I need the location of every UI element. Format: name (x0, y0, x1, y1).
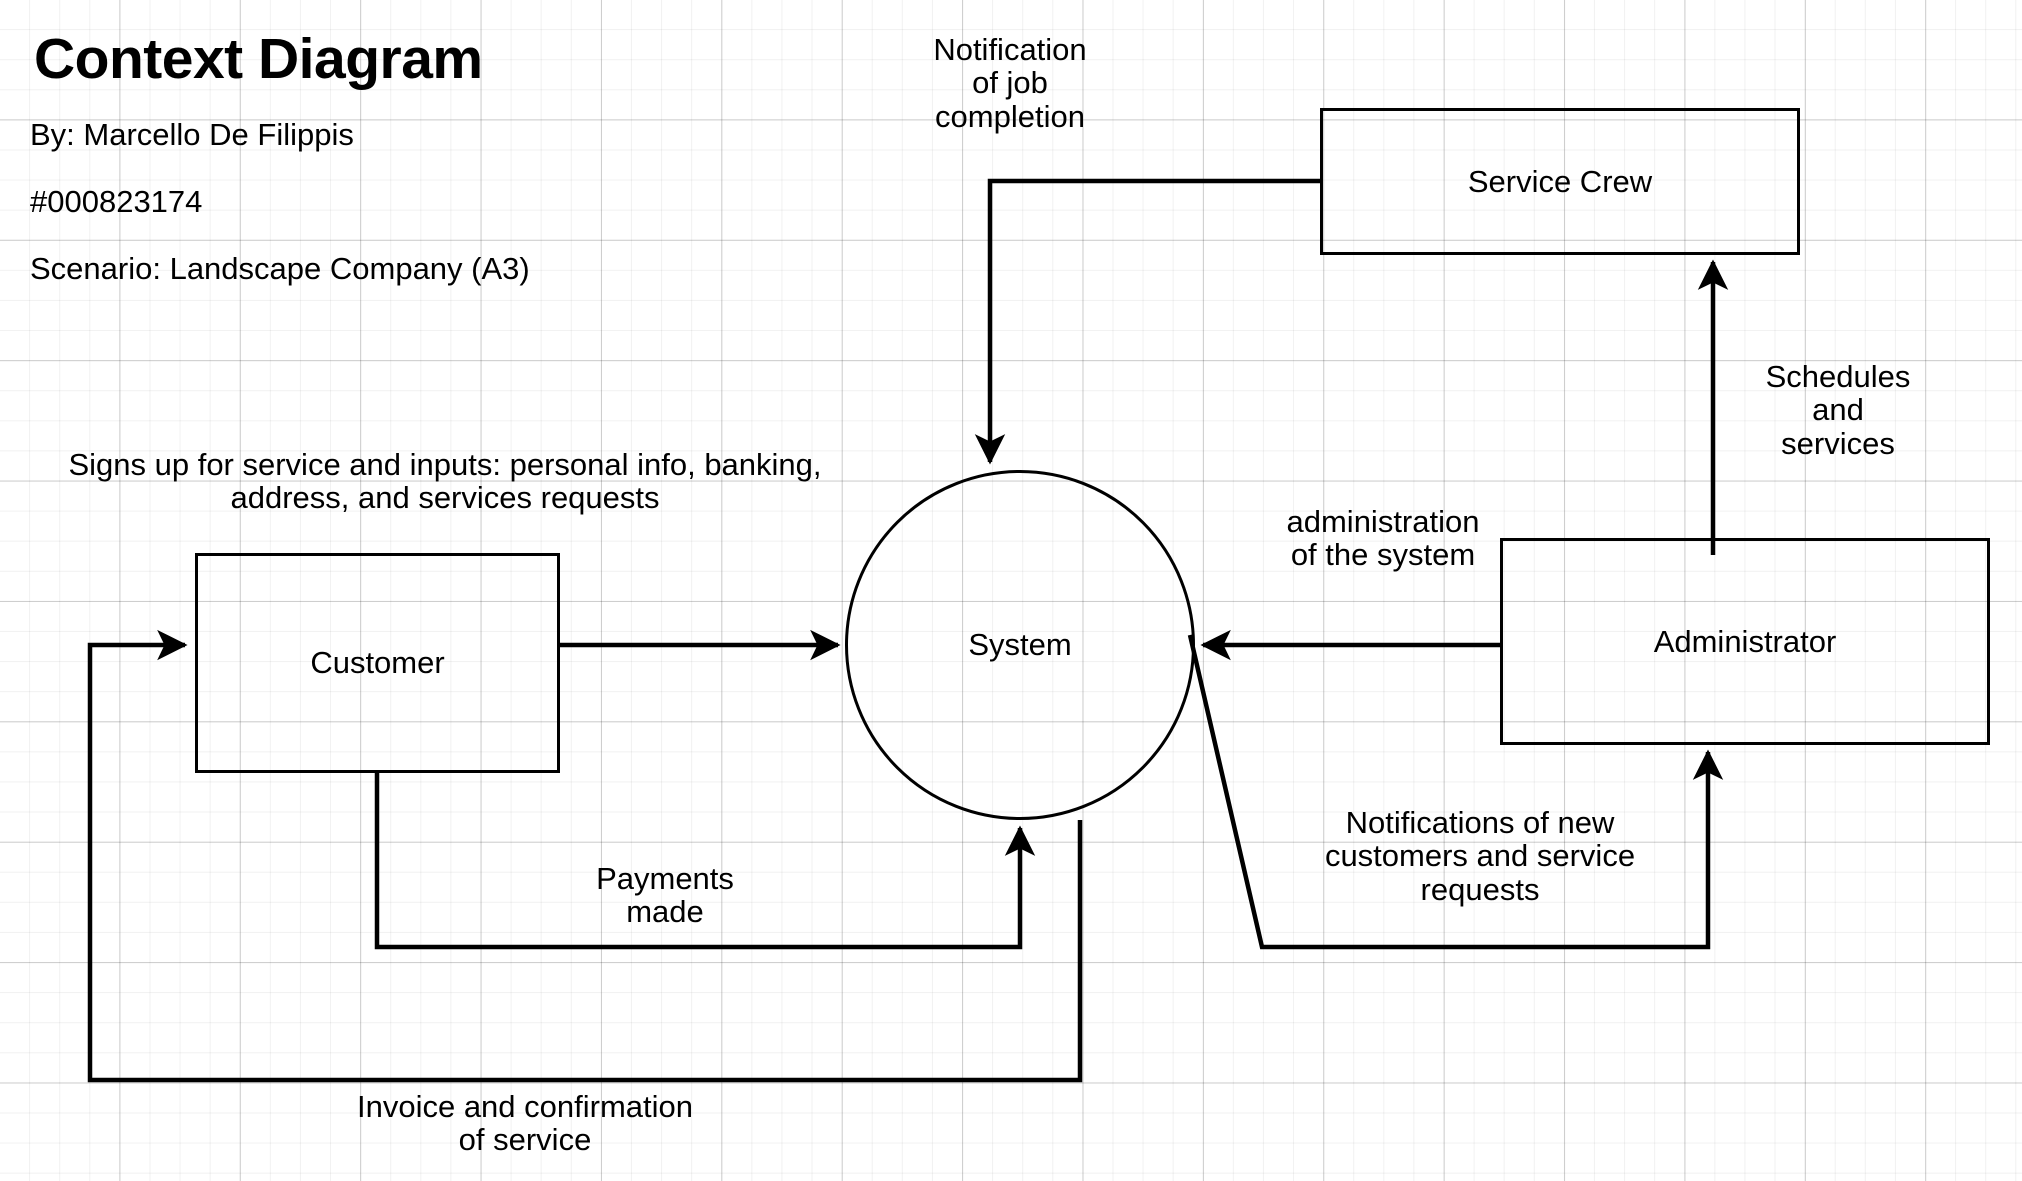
page-title: Context Diagram (34, 27, 483, 91)
student-id-line: #000823174 (30, 184, 203, 219)
flow-label-invoice: Invoice and confirmation of service (356, 1089, 694, 1158)
flow-label-payments: Payments made (596, 861, 734, 930)
entity-service-crew-label: Service Crew (1467, 163, 1653, 199)
process-system[interactable]: System (845, 470, 1195, 820)
flow-label-notifications: Notifications of new customers and servi… (1324, 805, 1636, 907)
flow-label-administration: administration of the system (1286, 504, 1480, 573)
flow-label-job-completion: Notification of job completion (933, 32, 1087, 134)
entity-service-crew[interactable]: Service Crew (1320, 108, 1800, 255)
process-system-label: System (968, 627, 1072, 662)
flow-invoice-line (87, 629, 1083, 1083)
author-line: By: Marcello De Filippis (30, 117, 354, 152)
entity-customer-label: Customer (310, 645, 445, 680)
entity-administrator-label: Administrator (1653, 623, 1837, 659)
flow-label-signup: Signs up for service and inputs: persona… (68, 447, 822, 516)
flow-notifications-line (1187, 634, 1724, 950)
flow-job-completion-line (974, 178, 1320, 465)
scenario-line: Scenario: Landscape Company (A3) (30, 251, 530, 286)
flow-payments-line (374, 773, 1036, 950)
entity-customer[interactable]: Customer (195, 553, 560, 773)
flow-label-schedules: Schedules and services (1765, 359, 1911, 461)
entity-administrator[interactable]: Administrator (1500, 538, 1990, 745)
